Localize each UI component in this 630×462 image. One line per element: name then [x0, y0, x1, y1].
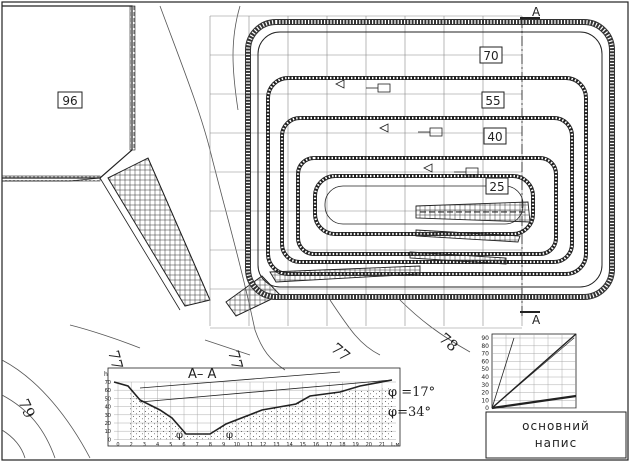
profile-x-tick: 2	[130, 442, 133, 448]
profile-x-tick: 6	[182, 442, 185, 448]
phi-34-label: φ=34°	[388, 405, 431, 420]
contour-label-77-mid: 77	[224, 348, 246, 371]
contour-lines	[1, 5, 471, 459]
ramps	[269, 201, 531, 283]
profile-y-tick: 30	[105, 413, 111, 419]
profile-x-tick: 5	[169, 442, 172, 448]
section-line-a-a: А А	[520, 5, 541, 327]
excavator-symbols	[335, 79, 479, 177]
level-label-25: 25	[489, 180, 504, 194]
block-96: 96	[1, 5, 136, 182]
section-mark-bottom: А	[532, 313, 541, 327]
profile-x-tick: 10	[234, 442, 240, 448]
graph-y-tick: 50	[481, 366, 489, 373]
profile-x-tick: 19	[352, 442, 358, 448]
profile-x-tick: L,м	[391, 442, 399, 448]
title-block: основний напис	[485, 411, 627, 459]
haul-road-left	[99, 157, 281, 317]
profile-x-tick: 3	[143, 442, 146, 448]
section-mark-top: А	[532, 5, 541, 19]
profile-x-tick: 15	[300, 442, 306, 448]
graph-y-tick: 60	[481, 358, 489, 365]
phi-small-2: φ	[226, 430, 233, 441]
section-profile: А– А φ φ φ =17° φ=34° h 706050403020100 …	[104, 367, 435, 448]
profile-x-tick: 7	[196, 442, 199, 448]
contour-label-79: 79	[14, 396, 38, 421]
profile-y-tick: 70	[105, 380, 111, 386]
contour-label-77-left: 77	[104, 348, 126, 371]
profile-title: А– А	[188, 367, 217, 382]
profile-x-tick: 16	[313, 442, 319, 448]
profile-x-tick: 17	[326, 442, 332, 448]
graph-y-tick: 0	[485, 405, 489, 412]
contour-label-77-right: 77	[327, 339, 353, 365]
phi-17-label: φ =17°	[388, 385, 435, 400]
graph-y-tick: 90	[481, 335, 489, 342]
profile-x-tick: 13	[273, 442, 279, 448]
profile-x-tick: 11	[247, 442, 253, 448]
graph-y-tick: 20	[481, 390, 489, 397]
bench-level-labels: 70 55 40 25	[479, 46, 509, 195]
profile-x-tick: 21	[379, 442, 385, 448]
profile-y-tick: 10	[105, 429, 111, 435]
profile-x-tick: 8	[209, 442, 212, 448]
title-block-line1: основний	[522, 419, 590, 433]
profile-y-tick: 60	[105, 388, 111, 394]
profile-x-tick: 0	[116, 442, 119, 448]
level-label-70: 70	[483, 49, 498, 63]
level-label-40: 40	[487, 130, 502, 144]
profile-y-tick: 40	[105, 405, 111, 411]
profile-y-tick: 0	[108, 437, 111, 443]
phi-small-1: φ	[176, 430, 183, 441]
title-block-line2: напис	[535, 436, 577, 450]
graph-y-tick: 30	[481, 382, 489, 389]
profile-x-tick: 20	[366, 442, 372, 448]
profile-x-tick: 14	[286, 442, 292, 448]
graph-y-tick: 70	[481, 351, 489, 358]
profile-x-tick: 18	[339, 442, 345, 448]
graph-y-tick: 80	[481, 343, 489, 350]
profile-y-tick: 50	[105, 396, 111, 402]
profile-x-tick: 12	[260, 442, 266, 448]
profile-x-tick: 9	[222, 442, 225, 448]
profile-x-tick: 4	[156, 442, 159, 448]
profile-y-tick: 20	[105, 421, 111, 427]
level-label-55: 55	[485, 94, 500, 108]
block-label: 96	[62, 94, 77, 108]
profile-h-axis-label: h	[104, 371, 108, 378]
graph-y-tick: 10	[481, 397, 489, 404]
graph-y-tick: 40	[481, 374, 489, 381]
